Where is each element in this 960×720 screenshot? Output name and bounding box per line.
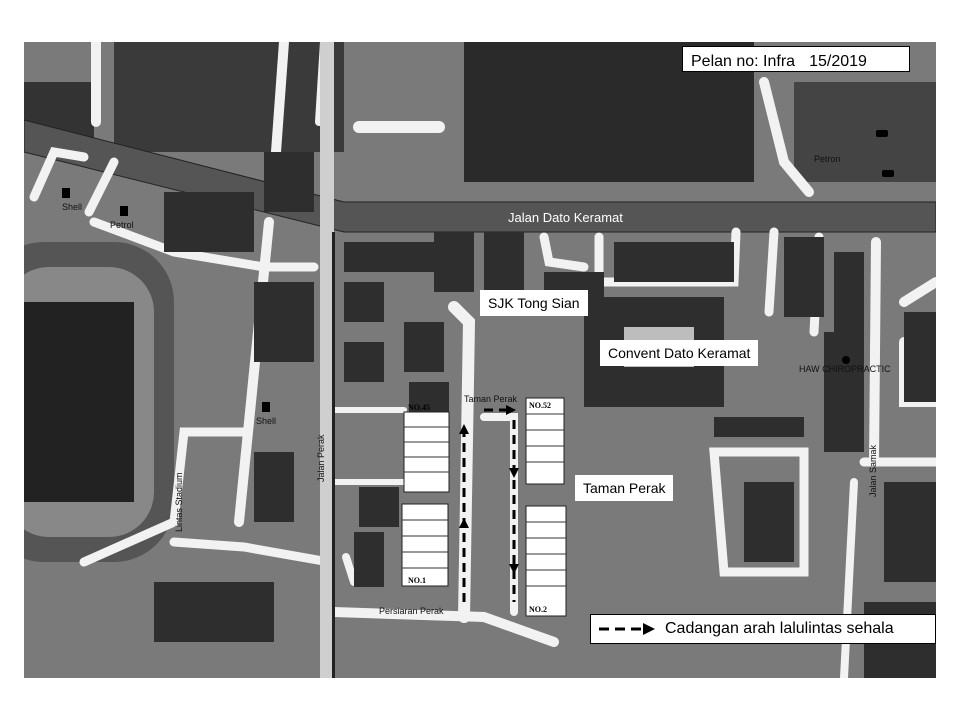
stadium bbox=[24, 242, 174, 562]
route-arrowheads bbox=[459, 405, 519, 574]
label-school: SJK Tong Sian bbox=[480, 290, 588, 316]
label-petrol: Petrol bbox=[110, 220, 134, 230]
label-convent: Convent Dato Keramat bbox=[600, 340, 759, 366]
label-persiaran-perak: Persiaran Perak bbox=[379, 606, 444, 616]
label-chiropractic: HAW CHIROPRACTIC bbox=[799, 364, 891, 374]
lot-tag-no2: NO.2 bbox=[529, 605, 547, 614]
label-main-road: Jalan Dato Keramat bbox=[508, 210, 623, 225]
label-taman-perak: Taman Perak bbox=[575, 475, 674, 501]
location-pin-icon bbox=[842, 356, 850, 364]
plan-number-box: Pelan no: Infra 15/2019 bbox=[682, 46, 910, 72]
label-lintas-stadium: Lintas Stadium bbox=[174, 472, 184, 532]
legend-text: Cadangan arah lalulintas sehala bbox=[665, 620, 894, 637]
plan-number-code: 15/2019 bbox=[809, 53, 867, 70]
parking-lots bbox=[401, 397, 567, 617]
road-jalan-perak bbox=[320, 42, 334, 678]
fuel-pump-icon bbox=[62, 188, 270, 412]
plan-number-prefix: Pelan no: Infra bbox=[691, 53, 796, 70]
label-jalan-samak: Jalan Samak bbox=[868, 444, 878, 497]
label-taman-perak-road: Taman Perak bbox=[464, 394, 518, 404]
label-jalan-perak: Jalan Perak bbox=[316, 434, 326, 482]
parking-dividers bbox=[402, 413, 566, 587]
dashed-arrow-icon bbox=[599, 623, 655, 635]
lot-tag-no1: NO.1 bbox=[408, 576, 426, 585]
label-petron-right: Petron bbox=[814, 154, 841, 164]
lot-tag-no52: NO.52 bbox=[529, 401, 551, 410]
label-shell-mid: Shell bbox=[256, 416, 276, 426]
building-block bbox=[114, 42, 344, 152]
car-icon bbox=[876, 130, 894, 177]
map-area[interactable]: Jalan Perak Jalan Samak Lintas Stadium P… bbox=[24, 42, 936, 678]
building-cluster bbox=[154, 152, 936, 678]
label-shell-top: Shell bbox=[62, 202, 82, 212]
legend: Cadangan arah lalulintas sehala bbox=[590, 614, 936, 644]
building-block bbox=[794, 82, 936, 182]
map-canvas: Jalan Perak Jalan Samak Lintas Stadium P… bbox=[24, 42, 936, 678]
lot-tag-no45: NO.45 bbox=[408, 403, 430, 412]
